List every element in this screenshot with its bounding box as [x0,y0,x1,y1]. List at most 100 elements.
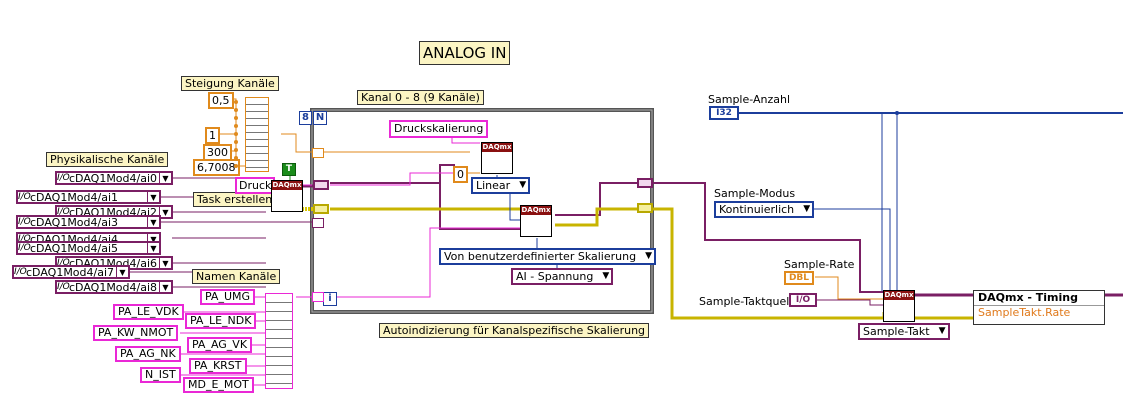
label-steigung-kanaele: Steigung Kanäle [181,76,279,91]
daqmx-create-channel-vi[interactable]: DAQmx [520,205,552,237]
vi-header: DAQmx [272,181,302,190]
shift-register-task-left[interactable] [313,180,329,190]
numeric-constant-3[interactable]: 6,7008 [193,159,240,176]
io-icon: I/O [57,172,70,183]
channel-name-6[interactable]: PA_KRST [189,358,247,374]
shift-register-error-right[interactable] [637,203,653,213]
channel-name-8[interactable]: MD_E_MOT [183,377,254,393]
string-constant-druckskalierung[interactable]: Druckskalierung [389,120,489,138]
physical-channel-value: cDAQ1Mod4/ai8 [69,280,158,294]
loop-iteration-terminal[interactable]: i [323,292,337,306]
ring-linear[interactable]: Linear ▼ [471,177,531,194]
channel-name-4[interactable]: PA_AG_VK [187,337,253,353]
label-sample-modus: Sample-Modus [714,187,796,200]
bool-constant-true[interactable]: T [282,163,296,176]
physical-channel-value: cDAQ1Mod4/ai1 [30,190,119,204]
chevron-down-icon: ▼ [803,204,811,214]
physical-channel-value: cDAQ1Mod4/ai2 [69,205,158,219]
ring-sample-takt[interactable]: Sample-Takt ▼ [858,323,950,340]
ring-skalierung[interactable]: Von benutzerdefinierter Skalierung ▼ [439,248,657,265]
tunnel-physkanal[interactable] [312,218,324,228]
build-array-steigung[interactable] [245,97,269,172]
physical-channel-value: cDAQ1Mod4/ai4 [30,232,119,246]
ring-sample-takt-value: Sample-Takt [863,325,930,338]
chevron-down-icon: ▼ [147,192,159,202]
io-icon: I/O [57,257,70,268]
io-icon: I/O [18,191,31,202]
string-constant-druck[interactable]: Druck [235,177,276,194]
numeric-constant-0[interactable]: 0,5 [208,92,234,109]
daqmx-create-scale-vi[interactable]: DAQmx [481,142,513,174]
chevron-down-icon: ▼ [519,180,527,190]
io-icon: I/O [18,242,31,253]
shift-register-task-right[interactable] [637,178,653,188]
channel-name-2[interactable]: PA_LE_NDK [185,313,257,329]
numeric-constant-2[interactable]: 300 [203,144,232,161]
chevron-down-icon: ▼ [147,217,159,227]
property-node-timing[interactable]: DAQmx - Timing SampleTakt.Rate [973,290,1105,325]
physical-channel-value: cDAQ1Mod4/ai3 [30,215,119,229]
physical-channel-value: cDAQ1Mod4/ai7 [26,265,115,279]
chevron-down-icon: ▼ [938,326,946,336]
daqmx-create-task-vi[interactable]: DAQmx [271,180,303,212]
string-wiring [177,137,520,386]
numeric-constant-1[interactable]: 1 [205,127,220,144]
io-icon: I/O [14,266,27,277]
channel-name-0[interactable]: PA_UMG [200,289,256,305]
channel-name-1[interactable]: PA_LE_VDK [113,304,184,320]
chevron-down-icon: ▼ [159,173,171,183]
ring-kontinuierlich[interactable]: Kontinuierlich ▼ [714,201,815,218]
tunnel-orange[interactable] [312,148,324,158]
channel-name-7[interactable]: N_IST [140,367,181,383]
channel-name-5[interactable]: PA_AG_NK [115,346,181,362]
dbl-terminal[interactable]: DBL [784,271,814,285]
io-icon: I/O [57,206,70,217]
io-icon: I/O [57,281,70,292]
chevron-down-icon: ▼ [147,243,159,253]
loop-count-value[interactable]: 8 [299,111,312,125]
ring-ai-spannung[interactable]: AI - Spannung ▼ [511,268,614,285]
property-node-property[interactable]: SampleTakt.Rate [974,305,1104,320]
loop-label: Kanal 0 - 8 (9 Kanäle) [357,90,484,105]
vi-header: DAQmx [482,143,512,152]
ring-linear-value: Linear [476,179,511,192]
label-sample-taktquelle: Sample-Taktquelle [699,295,800,308]
label-task-erstellen: Task erstellen [193,192,277,207]
ring-skalierung-value: Von benutzerdefinierter Skalierung [444,250,637,263]
wire-sample-rate [815,276,884,300]
label-sample-anzahl: Sample-Anzahl [708,93,791,106]
task-wires [302,164,1123,297]
steigung-junction-dots [234,100,238,168]
diagram-title: ANALOG IN [419,41,511,65]
chevron-down-icon: ▼ [147,234,159,244]
daqmx-timing-vi[interactable]: DAQmx [883,290,915,322]
channel-name-3[interactable]: PA_KW_NMOT [93,325,179,341]
label-sample-rate: Sample-Rate [784,258,855,271]
label-namen-kanaele: Namen Kanäle [192,269,281,284]
ring-kontinuierlich-value: Kontinuierlich [719,203,795,216]
label-physikalische-kanaele: Physikalische Kanäle [46,152,169,167]
property-node-title: DAQmx - Timing [978,291,1078,304]
tunnel-namen[interactable] [312,292,324,302]
numeric-constant-zero[interactable]: 0 [453,166,468,183]
io-terminal[interactable]: I/O [789,293,817,307]
build-array-namen[interactable] [265,293,293,389]
shift-register-error-left[interactable] [313,204,329,214]
wire-sample-modus [795,208,891,292]
chevron-down-icon: ▼ [159,282,171,292]
i32-terminal[interactable]: I32 [709,106,739,120]
wire-taktquelle [816,299,884,306]
physical-channel-value: cDAQ1Mod4/ai0 [69,171,158,185]
chevron-down-icon: ▼ [645,251,653,261]
loop-caption: Autoindizierung für Kanalspezifische Ska… [379,323,650,338]
loop-count-terminal[interactable]: N [313,111,327,125]
vi-header: DAQmx [884,291,914,300]
vi-header: DAQmx [521,206,551,215]
